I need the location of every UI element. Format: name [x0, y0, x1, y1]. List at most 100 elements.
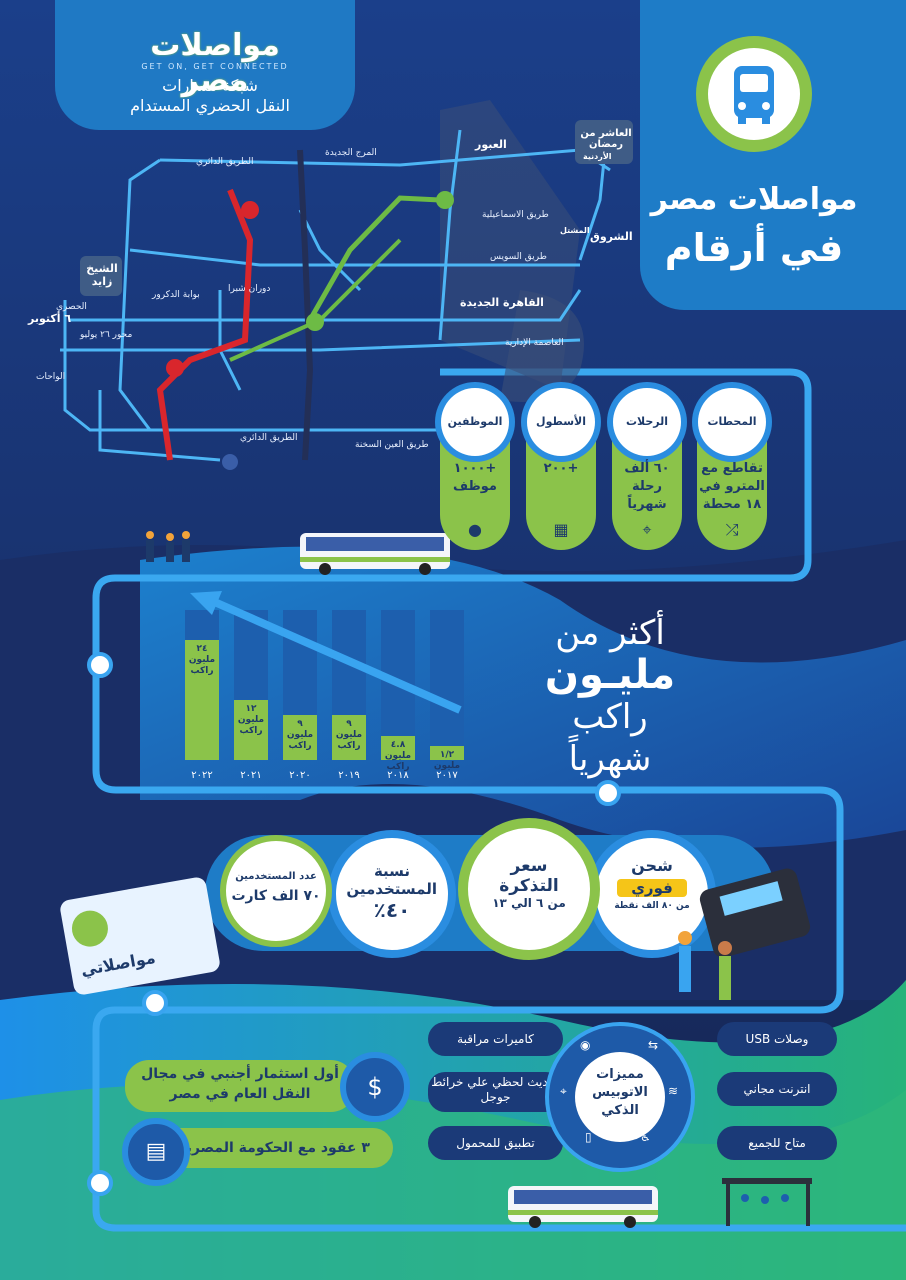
road-axis26: محور ٢٦ يوليو — [80, 330, 133, 340]
phone-icon: ▯ — [585, 1130, 592, 1144]
users-pct-circle: نسبة المستخدمين ٤٠٪ — [328, 830, 456, 958]
road-ring-south: الطريق الدائري — [240, 433, 298, 443]
charge-title: شحن — [631, 856, 673, 875]
stat-value-fleet: +٢٠٠ — [543, 461, 579, 476]
map-pin-icon: ⌖ — [560, 1084, 567, 1098]
title-line2: في أرقام — [664, 226, 844, 270]
logo-panel — [55, 0, 355, 130]
feature-gmaps: تحديث لحظي علي خرائط جوجل — [428, 1072, 563, 1112]
bus-front-icon — [708, 48, 800, 140]
stat-value-trips: ٦٠ ألف رحلة شهرياً — [624, 461, 670, 512]
road-ardenia: الأردنية — [583, 152, 612, 161]
road-suez: طريق السويس — [490, 252, 547, 262]
road-ring-north: الطريق الدائري — [196, 157, 254, 167]
bar-track — [430, 610, 464, 760]
investment-contracts: ٣ عقود مع الحكومة المصرية — [155, 1128, 393, 1168]
loop-dot-4 — [87, 1170, 113, 1196]
contract-icon: ▤ — [122, 1118, 190, 1186]
ticket-circle: سعر التذكرة من ٦ الي ١٣ — [458, 818, 600, 960]
bar — [234, 700, 268, 760]
monthly-line3: راكب — [572, 697, 648, 737]
bar — [185, 640, 219, 760]
year-tick-label: ٢٠١٩ — [338, 770, 360, 781]
card-brand: مواصلاتي — [79, 947, 157, 980]
bar-label: ٢٤ مليون راكب — [188, 644, 216, 676]
stat-head-staff: الموظفين — [441, 388, 509, 456]
features-center-title: مميزات الاتوبيس الذكي — [592, 1067, 648, 1118]
users-pct: ٤٠٪ — [373, 898, 411, 922]
monthly-line1: أكثر من — [555, 613, 665, 653]
stat-head-stations: المحطات — [698, 388, 766, 456]
city-box-tenth — [575, 120, 633, 164]
loop-dot-2 — [595, 780, 621, 806]
year-tick-label: ٢٠١٧ — [436, 770, 458, 781]
ticket-range: من ٦ الي ١٣ — [492, 896, 566, 910]
city-obour: العبور — [475, 138, 507, 151]
year-tick-label: ٢٠١٨ — [387, 770, 409, 781]
feature-usb: وصلات USB — [717, 1022, 837, 1056]
header-subtitle: شبكة مسارات النقل الحضري المستدام — [90, 76, 330, 116]
features-wheel — [545, 1022, 695, 1172]
location-pin-icon: ⌖ — [642, 520, 652, 539]
stat-value-staff: +١٠٠٠ موظف — [453, 461, 497, 494]
feature-mobile-app: تطبيق للمحمول — [428, 1126, 563, 1160]
road-douran: دوران شبرا — [228, 284, 271, 294]
accessible-icon: ♿ — [640, 1130, 651, 1144]
fawry-points: من ٨٠ الف نقطة — [614, 901, 690, 911]
bar — [430, 746, 464, 760]
stat-value-stations: تقاطع مع المترو في ١٨ محطة — [699, 461, 765, 512]
subtitle-line1: شبكة مسارات — [162, 76, 258, 95]
road-ismailia: طريق الاسماعيلية — [482, 210, 549, 220]
card-bus-icon — [69, 907, 111, 950]
bar-label: ١٢ مليون راكب — [237, 704, 265, 736]
bus-stop-scene — [508, 1178, 812, 1228]
investment-foreign: أول استثمار أجنبي في مجال النقل العام في… — [125, 1060, 355, 1112]
logo-tagline: GET ON, GET CONNECTED — [141, 62, 289, 71]
person-icon: ● — [468, 520, 482, 539]
city-zayed: الشيخ زايد — [86, 262, 118, 288]
fawry-logo: فوري — [617, 879, 687, 897]
transit-map — [60, 100, 611, 470]
city-new-cairo: القاهرة الجديدة — [460, 296, 544, 309]
year-tick-label: ٢٠٢٠ — [289, 770, 311, 781]
bar — [332, 715, 366, 760]
users-count: ٧٠ الف كارت — [231, 888, 321, 904]
title-line1: مواصلات مصر — [650, 182, 858, 217]
users-count-title: عدد المستخدمين — [235, 871, 317, 882]
road-doctors: بوابة الدكرور — [152, 290, 200, 300]
feature-accessible: متاح للجميع — [717, 1126, 837, 1160]
year-tick-label: ٢٠٢٢ — [191, 770, 213, 781]
bar-label: ١/٢ مليون — [433, 750, 461, 771]
year-tick-label: ٢٠٢١ — [240, 770, 262, 781]
ticket-title: سعر التذكرة — [499, 856, 559, 896]
bus-icon: ▦ — [553, 520, 569, 539]
bar — [381, 736, 415, 760]
bar — [283, 715, 317, 760]
wifi-icon: ≋ — [668, 1084, 679, 1098]
bus-scene — [146, 531, 450, 575]
loop-dot-3 — [142, 990, 168, 1016]
monthly-riders: أكثر من مليـون راكب شهرياً — [530, 612, 690, 780]
bar-label: ٩ مليون راكب — [286, 719, 314, 751]
road-admin: العاصمة الإدارية — [505, 338, 564, 348]
road-mushtal: المشتل — [560, 226, 590, 235]
users-count-circle: عدد المستخدمين ٧٠ الف كارت — [220, 835, 332, 947]
monthly-line4: شهرياً — [568, 739, 652, 779]
road-marg: المرج الجديدة — [325, 148, 377, 158]
city-box-zayed — [80, 256, 122, 296]
city-tenth: العاشر من رمضان — [580, 128, 632, 150]
bar-label: ٤.٨ مليون راكب — [384, 740, 412, 772]
features-center: مميزات الاتوبيس الذكي — [575, 1052, 665, 1142]
feature-cameras: كاميرات مراقبة — [428, 1022, 563, 1056]
city-shorouk: الشروق — [590, 230, 633, 243]
camera-icon: ◉ — [580, 1038, 591, 1052]
logo: مواصلات مصر — [150, 28, 280, 98]
monthly-line2: مليـون — [544, 652, 676, 698]
users-pct-title: نسبة المستخدمين — [346, 862, 437, 898]
road-ain-sokhna: طريق العين السخنة — [355, 440, 429, 450]
road-husary: الحصري — [56, 302, 87, 312]
usb-icon: ⇆ — [648, 1038, 659, 1052]
globe-dollar-icon: $ — [340, 1052, 410, 1122]
stat-head-fleet: الأسطول — [527, 388, 595, 456]
bar-label: ٩ مليون راكب — [335, 719, 363, 751]
